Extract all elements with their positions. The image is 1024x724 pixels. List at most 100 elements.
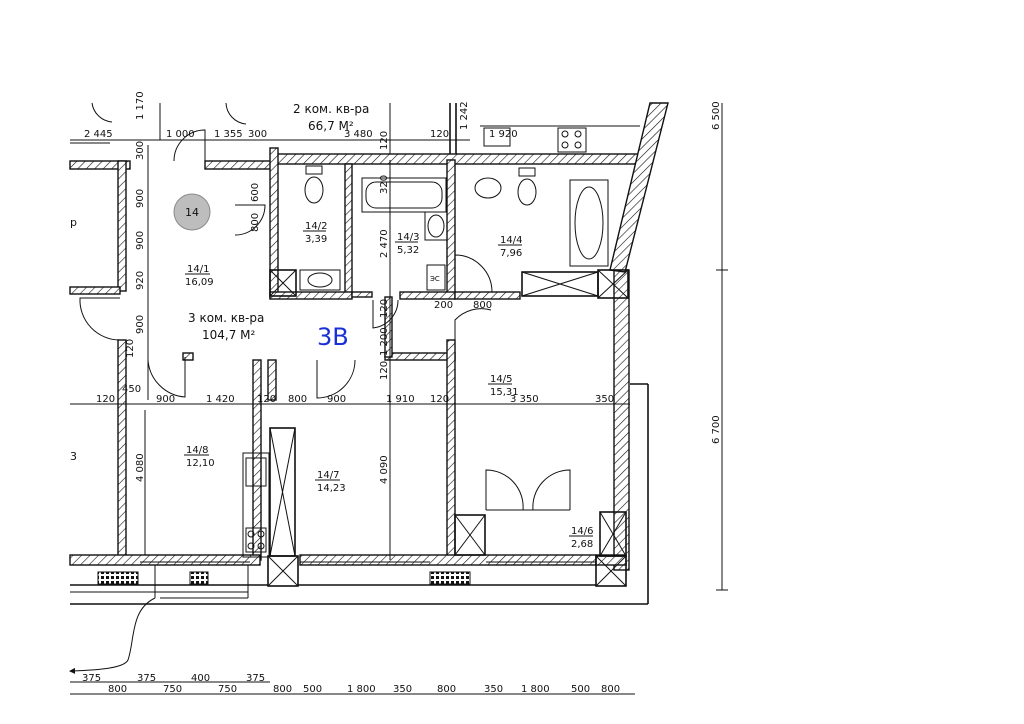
- room-14-3-area: 5,32: [397, 245, 419, 256]
- room-14-4-label: 14/4 7,96: [498, 235, 522, 259]
- dim-lower-4080: 4 080: [135, 453, 146, 482]
- section-label: 3В: [317, 323, 349, 351]
- dim-bottom-up-375-a: 375: [82, 673, 101, 684]
- room-14-4-number: 14/4: [500, 235, 522, 246]
- dim-inner-600: 600: [250, 183, 261, 202]
- dim-bottom-up-400: 400: [191, 673, 210, 684]
- three-room-apartment-area: 104,7 М²: [202, 328, 256, 342]
- dim-bottom-800-b: 800: [273, 684, 292, 695]
- top-dimension-line: 2 445 1 000 1 355 300 3 480 120 1 920 1 …: [70, 91, 518, 141]
- room-14-2-label: 14/2 3,39: [303, 221, 327, 245]
- dim-bottom-800-d: 800: [601, 684, 620, 695]
- dim-door-200: 200: [434, 300, 453, 311]
- dim-mid-900-b: 900: [327, 394, 346, 405]
- doors: [79, 129, 571, 511]
- dim-bottom-350-a: 350: [393, 684, 412, 695]
- dim-bottom-1800-b: 1 800: [521, 684, 550, 695]
- dim-left-300: 300: [135, 141, 146, 160]
- dim-door-800: 800: [473, 300, 492, 311]
- dim-bottom-1800-a: 1 800: [347, 684, 376, 695]
- room-labels: 14/1 16,09 14/2 3,39 14/3 5,32 14/4 7,96…: [184, 221, 593, 550]
- dim-bottom-up-375-b: 375: [137, 673, 156, 684]
- internal-dimension-lines: [70, 103, 728, 695]
- dim-bottom-750-a: 750: [163, 684, 182, 695]
- dim-top-300: 300: [248, 129, 267, 140]
- room-14-7-label: 14/7 14,23: [315, 470, 346, 494]
- room-14-4-area: 7,96: [500, 248, 522, 259]
- dim-bottom-500-b: 500: [571, 684, 590, 695]
- room-14-6-label: 14/6 2,68: [569, 526, 593, 550]
- shaft-boxes: [267, 269, 629, 587]
- dim-inner-1200: 1 200: [379, 327, 390, 356]
- dim-mid-900-a: 900: [156, 394, 175, 405]
- room-14-2-number: 14/2: [305, 221, 327, 232]
- room-14-5-area: 15,31: [490, 387, 519, 398]
- room-14-3-number: 14/3: [397, 232, 419, 243]
- dim-left-450: 450: [122, 384, 141, 395]
- dim-inner-120-c: 120: [379, 131, 390, 150]
- dim-top-2445: 2 445: [84, 129, 113, 140]
- room-14-8-number: 14/8: [186, 445, 208, 456]
- dim-mid-3350: 3 350: [510, 394, 539, 405]
- dim-inner-2470: 2 470: [379, 229, 390, 258]
- two-room-apartment-area: 66,7 М²: [308, 119, 354, 133]
- dim-bottom-800-c: 800: [437, 684, 456, 695]
- dim-mid-120-a: 120: [96, 394, 115, 405]
- middle-dimension-row: 120 900 1 420 120 800 900 1 910 120 3 35…: [96, 300, 614, 405]
- sanitary-fixtures: ЭС: [242, 165, 609, 558]
- dim-mid-800: 800: [288, 394, 307, 405]
- bottom-dimension-rows: 375 375 400 375 800 750 750 800 500 1 80…: [82, 673, 620, 695]
- room-14-3-label: 14/3 5,32: [395, 232, 419, 256]
- dim-right-6500: 6 500: [711, 101, 722, 130]
- room-14-1-label: 14/1 16,09: [185, 264, 214, 288]
- unit-badge-number: 14: [185, 206, 199, 219]
- dim-mid-120-c: 120: [430, 394, 449, 405]
- dim-top-1000: 1 000: [166, 129, 195, 140]
- room-14-7-number: 14/7: [317, 470, 339, 481]
- dim-inner-120-a: 120: [379, 299, 390, 318]
- room-14-5-label: 14/5 15,31: [488, 374, 519, 398]
- two-room-apartment-name: 2 ком. кв-ра: [293, 102, 369, 116]
- room-14-1-number: 14/1: [187, 264, 209, 275]
- room-14-7-area: 14,23: [317, 483, 346, 494]
- dim-bottom-350-b: 350: [484, 684, 503, 695]
- dim-left-920: 920: [135, 271, 146, 290]
- dim-inner-120-b: 120: [379, 361, 390, 380]
- dim-left-900-c: 900: [135, 315, 146, 334]
- dim-bottom-750-b: 750: [218, 684, 237, 695]
- dim-inner-800: 800: [250, 213, 261, 232]
- dim-right-6700: 6 700: [711, 415, 722, 444]
- dim-top-120: 120: [430, 129, 449, 140]
- three-room-apartment-name: 3 ком. кв-ра: [188, 311, 264, 325]
- hatched-walls: [69, 102, 669, 571]
- dim-bottom-800-a: 800: [108, 684, 127, 695]
- dim-left-900-b: 900: [135, 231, 146, 250]
- dim-bottom-up-375-c: 375: [246, 673, 265, 684]
- dim-mid-1420: 1 420: [206, 394, 235, 405]
- dim-inner-320: 320: [379, 175, 390, 194]
- room-14-6-number: 14/6: [571, 526, 593, 537]
- dim-mid-350: 350: [595, 394, 614, 405]
- left-vertical-dimensions: 300 900 900 920 900 120 450: [122, 141, 146, 395]
- dim-lower-4090: 4 090: [379, 455, 390, 484]
- dim-top-vert-1242: 1 242: [459, 101, 470, 130]
- dim-left-900-a: 900: [135, 189, 146, 208]
- dim-mid-120-b: 120: [257, 394, 276, 405]
- dim-top-1355: 1 355: [214, 129, 243, 140]
- left-edge-fragment-3: 3: [70, 450, 77, 463]
- dim-top-3480: 3 480: [344, 129, 373, 140]
- room-14-8-label: 14/8 12,10: [184, 445, 215, 469]
- inner-vertical-dimensions: 600 800 2 470 120 1 200 120 320 120: [250, 131, 390, 380]
- room-14-8-area: 12,10: [186, 458, 215, 469]
- room-14-2-area: 3,39: [305, 234, 327, 245]
- balcony-strip: [69, 383, 649, 674]
- room-14-1-area: 16,09: [185, 277, 214, 288]
- dim-top-1920: 1 920: [489, 129, 518, 140]
- dim-left-120: 120: [125, 339, 136, 358]
- stove-mark: ЭС: [430, 275, 440, 283]
- unit-badge: 14: [173, 193, 211, 231]
- room-14-6-area: 2,68: [571, 539, 593, 550]
- dim-top-vert-1170: 1 170: [135, 91, 146, 120]
